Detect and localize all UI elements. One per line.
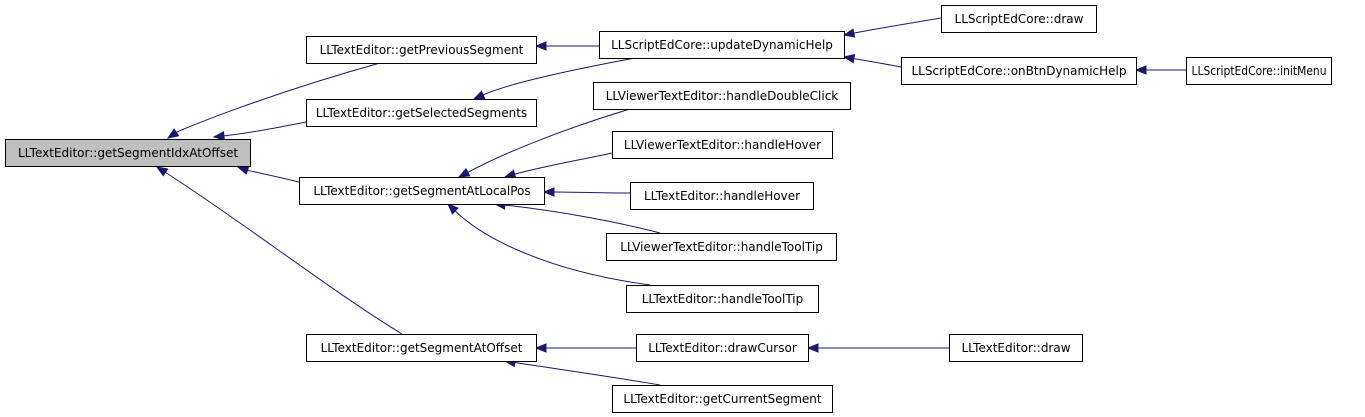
edge-line — [165, 171, 403, 335]
node-box[interactable] — [606, 233, 837, 261]
node-label: LLTextEditor::getPreviousSegment — [320, 43, 524, 57]
node-box[interactable] — [306, 99, 537, 127]
node-get-selected-segments[interactable]: LLTextEditor::getSelectedSegments — [306, 99, 537, 127]
node-box[interactable] — [901, 57, 1137, 85]
edge-line — [853, 58, 902, 68]
node-label: LLViewerTextEditor::handleToolTip — [620, 240, 823, 254]
node-script-draw[interactable]: LLScriptEdCore::draw — [941, 5, 1097, 33]
nodes-layer: LLTextEditor::getSegmentIdxAtOffsetLLTex… — [5, 5, 1332, 413]
node-te-draw[interactable]: LLTextEditor::draw — [949, 334, 1083, 362]
node-box[interactable] — [306, 334, 537, 362]
edge-arrowhead — [447, 203, 459, 215]
edge-line — [504, 204, 661, 234]
edge-line — [553, 191, 631, 194]
node-label: LLTextEditor::drawCursor — [648, 341, 797, 355]
edge-arrowhead — [472, 90, 486, 100]
edge-get-previous-segment-to-get-segment-idx-at-offset — [166, 62, 381, 139]
edge-te-handle-hover-to-get-segment-at-local-pos — [542, 187, 631, 197]
edge-arrowhead — [503, 169, 517, 179]
node-init-menu[interactable]: LLScriptEdCore::initMenu — [1186, 57, 1332, 85]
edge-update-dynamic-help-to-get-previous-segment — [534, 41, 599, 51]
node-label: LLViewerTextEditor::handleHover — [624, 138, 821, 152]
edge-arrowhead — [155, 166, 169, 177]
edge-line — [467, 108, 631, 173]
node-label: LLTextEditor::getSegmentAtOffset — [321, 341, 523, 355]
node-vte-handle-hover[interactable]: LLViewerTextEditor::handleHover — [612, 131, 833, 159]
node-label: LLScriptEdCore::draw — [955, 12, 1084, 26]
node-box[interactable] — [1186, 57, 1332, 85]
edge-arrowhead — [534, 343, 547, 353]
node-box[interactable] — [299, 177, 545, 205]
edge-update-dynamic-help-to-get-selected-segments — [472, 57, 636, 100]
edge-line — [176, 62, 381, 133]
node-get-current-segment[interactable]: LLTextEditor::getCurrentSegment — [612, 385, 833, 413]
edge-draw-cursor-to-get-segment-at-offset — [534, 343, 636, 353]
node-box[interactable] — [5, 139, 251, 167]
edge-arrowhead — [534, 41, 547, 51]
node-vte-handle-double-click[interactable]: LLViewerTextEditor::handleDoubleClick — [593, 82, 851, 110]
node-get-segment-idx-at-offset[interactable]: LLTextEditor::getSegmentIdxAtOffset — [5, 139, 251, 167]
node-label: LLTextEditor::getCurrentSegment — [623, 392, 821, 406]
node-box[interactable] — [941, 5, 1097, 33]
node-te-handle-tool-tip[interactable]: LLTextEditor::handleToolTip — [626, 285, 819, 313]
node-label: LLTextEditor::getSegmentAtLocalPos — [313, 184, 530, 198]
node-get-segment-at-offset[interactable]: LLTextEditor::getSegmentAtOffset — [306, 334, 537, 362]
node-box[interactable] — [612, 131, 833, 159]
node-on-btn-dynamic-help[interactable]: LLScriptEdCore::onBtnDynamicHelp — [901, 57, 1137, 85]
node-label: LLTextEditor::handleHover — [644, 189, 800, 203]
edge-arrowhead — [842, 54, 856, 64]
node-label: LLScriptEdCore::updateDynamicHelp — [611, 38, 833, 52]
edge-te-handle-tool-tip-to-get-segment-at-local-pos — [447, 203, 651, 286]
node-label: LLViewerTextEditor::handleDoubleClick — [606, 89, 839, 103]
node-draw-cursor[interactable]: LLTextEditor::drawCursor — [636, 334, 809, 362]
node-update-dynamic-help[interactable]: LLScriptEdCore::updateDynamicHelp — [599, 31, 845, 59]
node-box[interactable] — [636, 334, 809, 362]
node-get-previous-segment[interactable]: LLTextEditor::getPreviousSegment — [306, 36, 537, 64]
node-box[interactable] — [599, 31, 845, 59]
edge-get-selected-segments-to-get-segment-idx-at-offset — [212, 121, 307, 141]
node-label: LLTextEditor::draw — [961, 341, 1070, 355]
node-te-handle-hover[interactable]: LLTextEditor::handleHover — [630, 182, 814, 210]
edge-arrowhead — [457, 167, 471, 178]
node-vte-handle-tool-tip[interactable]: LLViewerTextEditor::handleToolTip — [606, 233, 837, 261]
node-box[interactable] — [949, 334, 1083, 362]
node-box[interactable] — [306, 36, 537, 64]
edge-arrowhead — [806, 343, 819, 353]
edge-arrowhead — [236, 165, 250, 175]
edge-get-segment-at-local-pos-to-get-segment-idx-at-offset — [236, 165, 300, 183]
edge-script-draw-to-update-dynamic-help — [842, 17, 942, 38]
edge-arrowhead — [166, 128, 180, 139]
node-get-segment-at-local-pos[interactable]: LLTextEditor::getSegmentAtLocalPos — [299, 177, 545, 205]
edge-arrowhead — [212, 131, 225, 141]
node-label: LLScriptEdCore::initMenu — [1192, 64, 1327, 78]
edge-vte-handle-hover-to-get-segment-at-local-pos — [503, 152, 613, 179]
node-label: LLTextEditor::getSelectedSegments — [316, 106, 527, 120]
node-label: LLTextEditor::getSegmentIdxAtOffset — [18, 146, 238, 160]
node-label: LLScriptEdCore::onBtnDynamicHelp — [911, 64, 1126, 78]
edge-get-segment-at-offset-to-get-segment-idx-at-offset — [155, 166, 403, 335]
edge-te-draw-to-draw-cursor — [806, 343, 949, 353]
node-box[interactable] — [626, 285, 819, 313]
node-box[interactable] — [630, 182, 814, 210]
edge-vte-handle-double-click-to-get-segment-at-local-pos — [457, 108, 631, 178]
node-box[interactable] — [612, 385, 833, 413]
edge-line — [853, 17, 942, 34]
edge-arrowhead — [842, 28, 856, 38]
edge-line — [514, 362, 661, 386]
edge-line — [247, 169, 300, 183]
edge-arrowhead — [1134, 65, 1147, 75]
edges-layer — [155, 17, 1186, 386]
edge-arrowhead — [542, 187, 555, 197]
edge-line — [454, 210, 651, 286]
edge-init-menu-to-on-btn-dynamic-help — [1134, 65, 1186, 75]
edge-get-current-segment-to-get-segment-at-offset — [503, 357, 661, 386]
node-box[interactable] — [593, 82, 851, 110]
edge-line — [514, 152, 613, 175]
edge-line — [223, 121, 307, 137]
edge-line — [482, 57, 636, 96]
edge-on-btn-dynamic-help-to-update-dynamic-help — [842, 54, 902, 68]
node-label: LLTextEditor::handleToolTip — [642, 292, 804, 306]
